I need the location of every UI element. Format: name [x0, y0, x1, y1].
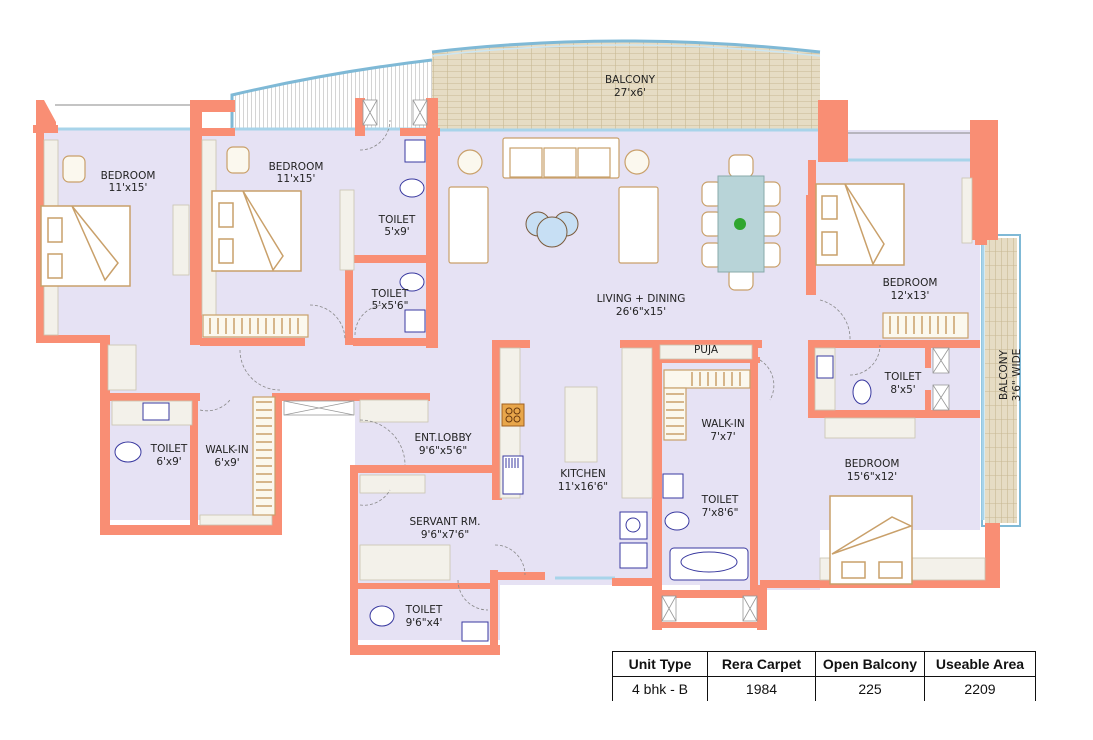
svg-text:9'6"x5'6": 9'6"x5'6"	[419, 445, 467, 457]
cell-rera-carpet: 1984	[707, 676, 816, 701]
svg-text:PUJA: PUJA	[694, 344, 719, 356]
svg-text:BALCONY: BALCONY	[998, 349, 1010, 400]
svg-text:BEDROOM: BEDROOM	[269, 161, 324, 173]
svg-text:LIVING + DINING: LIVING + DINING	[597, 293, 686, 305]
header-rera-carpet: Rera Carpet	[707, 651, 816, 677]
built-ins	[43, 139, 986, 581]
svg-text:8'x5': 8'x5'	[890, 384, 915, 396]
svg-text:11'x15': 11'x15'	[109, 182, 148, 194]
svg-text:TOILET: TOILET	[405, 604, 443, 616]
svg-text:SERVANT RM.: SERVANT RM.	[409, 516, 480, 528]
header-unit-type: Unit Type	[612, 651, 708, 677]
bed-icon	[829, 495, 913, 585]
svg-text:TOILET: TOILET	[884, 371, 922, 383]
area-table-header: Unit Type Rera Carpet Open Balcony Useab…	[612, 651, 1036, 677]
svg-text:6'x9': 6'x9'	[156, 456, 181, 468]
cell-unit-type: 4 bhk - B	[612, 676, 708, 701]
svg-text:26'6"x15': 26'6"x15'	[616, 306, 666, 318]
svg-text:ENT.LOBBY: ENT.LOBBY	[415, 432, 473, 444]
svg-text:15'6"x12': 15'6"x12'	[847, 471, 897, 483]
bed-icon	[40, 205, 131, 287]
svg-text:7'x8'6": 7'x8'6"	[702, 507, 739, 519]
balcony-left-area	[230, 58, 433, 130]
coffee-table-icon	[525, 211, 579, 248]
svg-text:5'x9': 5'x9'	[384, 226, 409, 238]
sofa-icon	[448, 137, 659, 264]
svg-text:11'x16'6": 11'x16'6"	[558, 481, 608, 493]
svg-text:BEDROOM: BEDROOM	[883, 277, 938, 289]
dining-table-icon	[701, 154, 781, 291]
svg-text:TOILET: TOILET	[150, 443, 188, 455]
header-open-balcony: Open Balcony	[815, 651, 925, 677]
svg-text:BEDROOM: BEDROOM	[101, 170, 156, 182]
cell-useable-area: 2209	[924, 676, 1036, 701]
svg-text:5'x5'6": 5'x5'6"	[372, 300, 409, 312]
svg-text:11'x15': 11'x15'	[277, 173, 316, 185]
svg-text:27'x6': 27'x6'	[614, 87, 646, 99]
svg-text:WALK-IN: WALK-IN	[205, 444, 248, 456]
table-row: 4 bhk - B 1984 225 2209	[612, 676, 1036, 701]
room-labels: BEDROOM 11'x15' BEDROOM 11'x15' TOILET 5…	[101, 74, 1023, 629]
bed-icon	[815, 183, 905, 266]
header-useable-area: Useable Area	[924, 651, 1036, 677]
bed-icon	[211, 190, 302, 272]
sink-icon	[502, 455, 524, 495]
balcony-main-area	[431, 39, 821, 130]
svg-text:3'6" WIDE: 3'6" WIDE	[1011, 349, 1023, 402]
chair-icon	[62, 146, 250, 183]
svg-text:BALCONY: BALCONY	[605, 74, 656, 86]
svg-text:KITCHEN: KITCHEN	[560, 468, 606, 480]
svg-text:TOILET: TOILET	[378, 214, 416, 226]
cell-open-balcony: 225	[815, 676, 925, 701]
svg-text:9'6"x7'6": 9'6"x7'6"	[421, 529, 469, 541]
svg-text:12'x13': 12'x13'	[891, 290, 930, 302]
washing-machine-icon	[619, 511, 648, 569]
door-swings	[199, 119, 881, 611]
svg-text:WALK-IN: WALK-IN	[701, 418, 744, 430]
svg-text:TOILET: TOILET	[701, 494, 739, 506]
svg-text:9'6"x4': 9'6"x4'	[406, 617, 443, 629]
svg-text:BEDROOM: BEDROOM	[845, 458, 900, 470]
shafts	[283, 99, 950, 622]
hob-icon	[501, 403, 525, 427]
svg-text:7'x7': 7'x7'	[710, 431, 735, 443]
toilet-fixtures	[114, 139, 872, 642]
svg-text:TOILET: TOILET	[371, 288, 409, 300]
area-table: Unit Type Rera Carpet Open Balcony Useab…	[612, 651, 1036, 701]
svg-text:6'x9': 6'x9'	[214, 457, 239, 469]
